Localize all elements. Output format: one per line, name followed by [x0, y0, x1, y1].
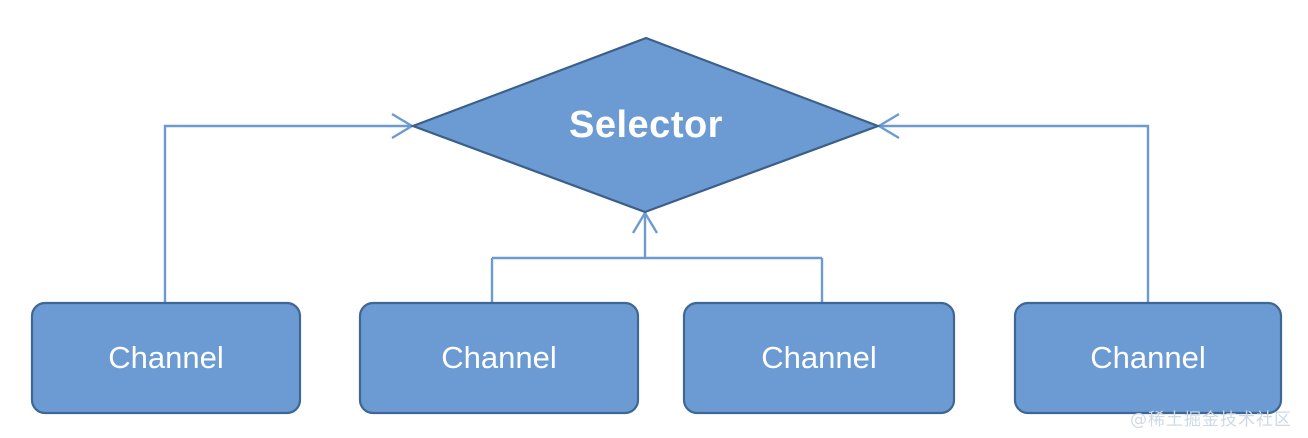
node-selector[interactable]: Selector — [409, 36, 882, 214]
edge-channel-4-to-selector — [881, 124, 1150, 303]
node-channel-1[interactable]: Channel — [30, 301, 302, 415]
edge-channel-1-to-selector — [163, 124, 410, 303]
channel-3-box[interactable] — [682, 301, 956, 415]
node-channel-4[interactable]: Channel — [1013, 301, 1283, 415]
channel-2-box[interactable] — [358, 301, 640, 415]
selector-label: Selector — [569, 104, 723, 146]
node-channel-3[interactable]: Channel — [682, 301, 956, 415]
channel-1-label: Channel — [108, 340, 223, 375]
channel-1-box[interactable] — [30, 301, 302, 415]
watermark-label: @稀土掘金技术社区 — [1130, 410, 1292, 430]
channel-4-label: Channel — [1090, 340, 1205, 375]
selector-diamond-shape[interactable] — [409, 36, 882, 214]
connector-layer — [163, 112, 1150, 303]
channel-2-label: Channel — [441, 340, 556, 375]
channel-3-label: Channel — [761, 340, 876, 375]
node-channel-2[interactable]: Channel — [358, 301, 640, 415]
channel-4-box[interactable] — [1013, 301, 1283, 415]
